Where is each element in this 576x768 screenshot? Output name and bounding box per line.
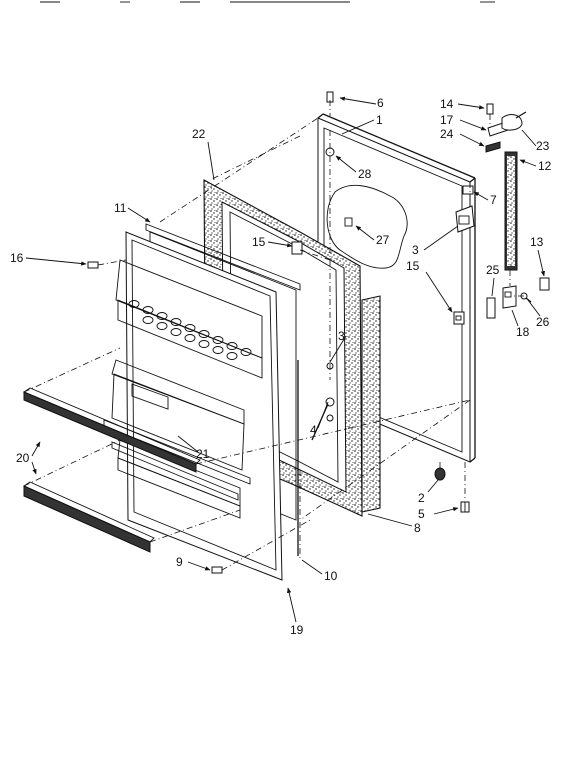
label-5: 5 <box>418 507 425 521</box>
insulation-clip <box>344 217 353 227</box>
label-11: 11 <box>114 201 127 215</box>
alignment-lines <box>23 100 524 571</box>
label-16: 16 <box>10 251 24 265</box>
label-7: 7 <box>490 193 497 207</box>
label-15-hinge: 15 <box>406 259 420 273</box>
label-15-gasket: 15 <box>252 235 266 249</box>
door-shelves <box>23 387 201 553</box>
label-28: 28 <box>358 167 372 181</box>
label-14: 14 <box>440 97 454 111</box>
insulation-pad <box>326 184 408 269</box>
label-17: 17 <box>440 113 454 127</box>
label-9: 9 <box>176 555 183 569</box>
leader-lines <box>25 96 546 623</box>
label-13: 13 <box>530 235 544 249</box>
label-22: 22 <box>192 127 206 141</box>
label-8: 8 <box>414 521 421 535</box>
label-18: 18 <box>516 325 530 339</box>
inner-door-liner <box>103 231 283 581</box>
foam-seal-strip <box>361 295 381 513</box>
label-3-lower: 3 <box>338 329 345 343</box>
label-4: 4 <box>310 423 317 437</box>
egg-tray <box>128 300 252 360</box>
label-12: 12 <box>538 159 552 173</box>
label-10: 10 <box>324 569 338 583</box>
label-24: 24 <box>440 127 454 141</box>
part-labels: 6 1 28 14 17 24 23 12 7 3 15 13 25 26 18… <box>10 96 552 637</box>
label-20: 20 <box>16 451 30 465</box>
hinge-bracket <box>504 151 518 271</box>
label-2: 2 <box>418 491 425 505</box>
label-1: 1 <box>376 113 383 127</box>
label-23: 23 <box>536 139 550 153</box>
label-26: 26 <box>536 315 550 329</box>
label-25: 25 <box>486 263 500 277</box>
shelf-retainer <box>111 441 239 501</box>
label-19: 19 <box>290 623 304 637</box>
label-21: 21 <box>196 447 210 461</box>
label-6: 6 <box>377 96 384 110</box>
label-27: 27 <box>376 233 390 247</box>
label-3-upper: 3 <box>412 243 419 257</box>
hinge-parts <box>87 91 550 574</box>
